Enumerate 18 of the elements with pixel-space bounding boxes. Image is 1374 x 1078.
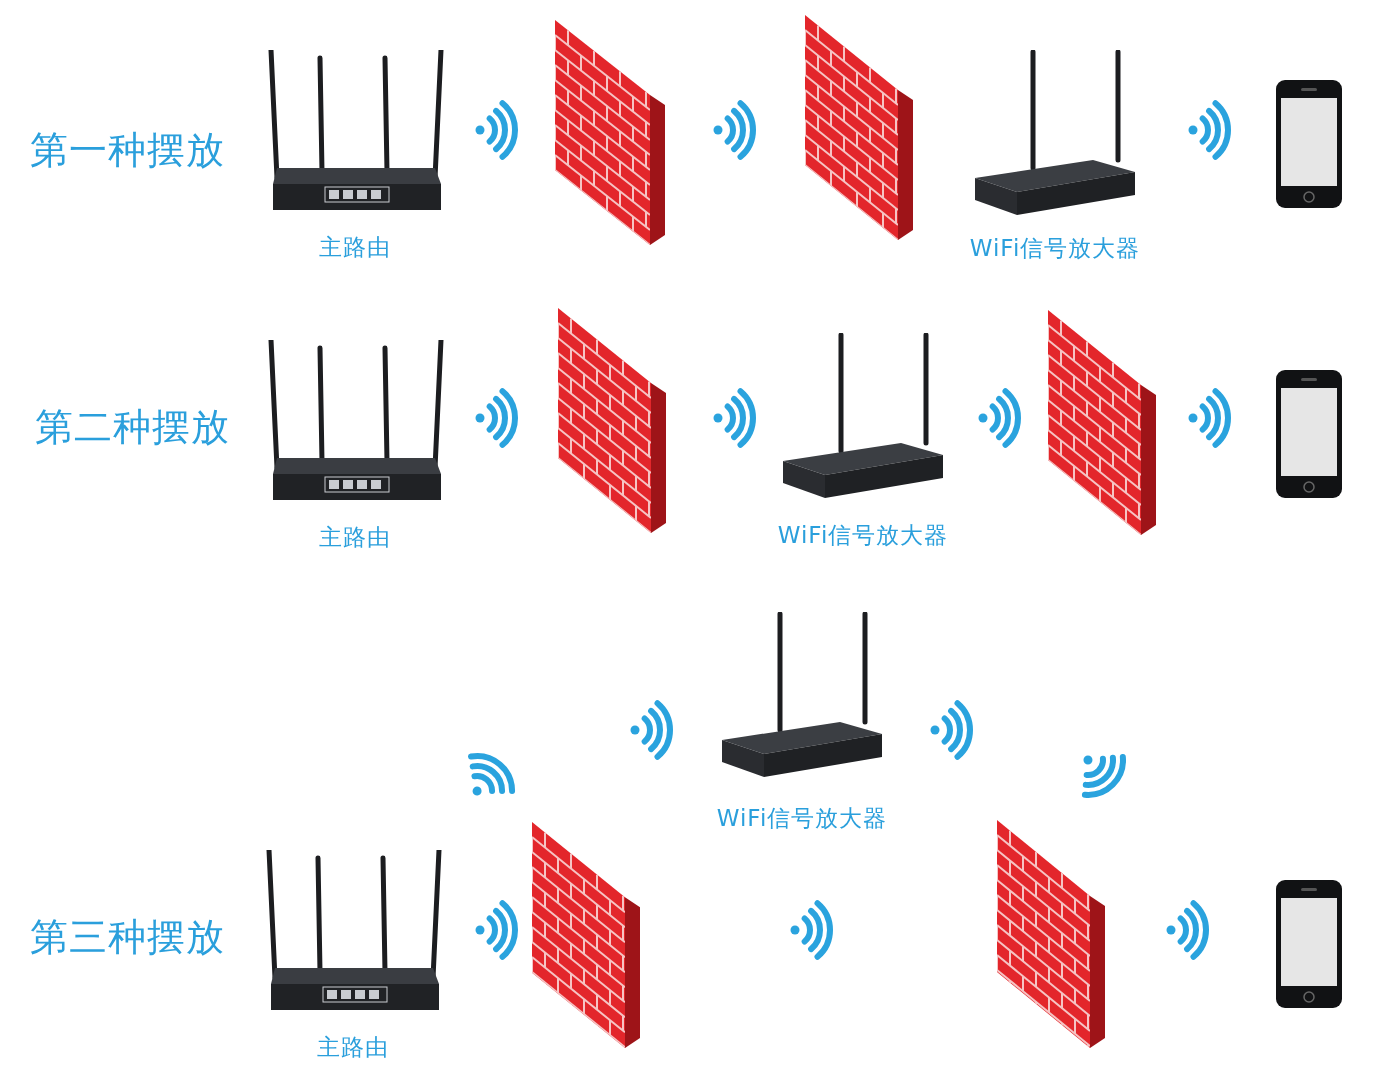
smartphone-drawing <box>1276 370 1342 498</box>
device-label: WiFi信号放大器 <box>969 234 1141 263</box>
placement-title: 第二种摆放 <box>35 404 230 451</box>
device-label: 主路由 <box>317 1033 389 1062</box>
brick-wall-drawing <box>532 822 640 1048</box>
device-label: WiFi信号放大器 <box>716 804 888 833</box>
brick-wall-drawing <box>555 20 665 245</box>
smartphone-drawing <box>1276 80 1342 208</box>
brick-wall-drawing <box>1048 310 1156 535</box>
device-label: 主路由 <box>319 233 391 262</box>
brick-wall-drawing <box>805 15 913 240</box>
device-label: 主路由 <box>319 523 391 552</box>
placement-title: 第三种摆放 <box>30 914 225 961</box>
smartphone-drawing <box>1276 880 1342 1008</box>
brick-wall-drawing <box>558 308 666 533</box>
brick-wall-drawing <box>997 820 1105 1048</box>
placement-title: 第一种摆放 <box>30 127 225 174</box>
device-label: WiFi信号放大器 <box>777 521 949 550</box>
